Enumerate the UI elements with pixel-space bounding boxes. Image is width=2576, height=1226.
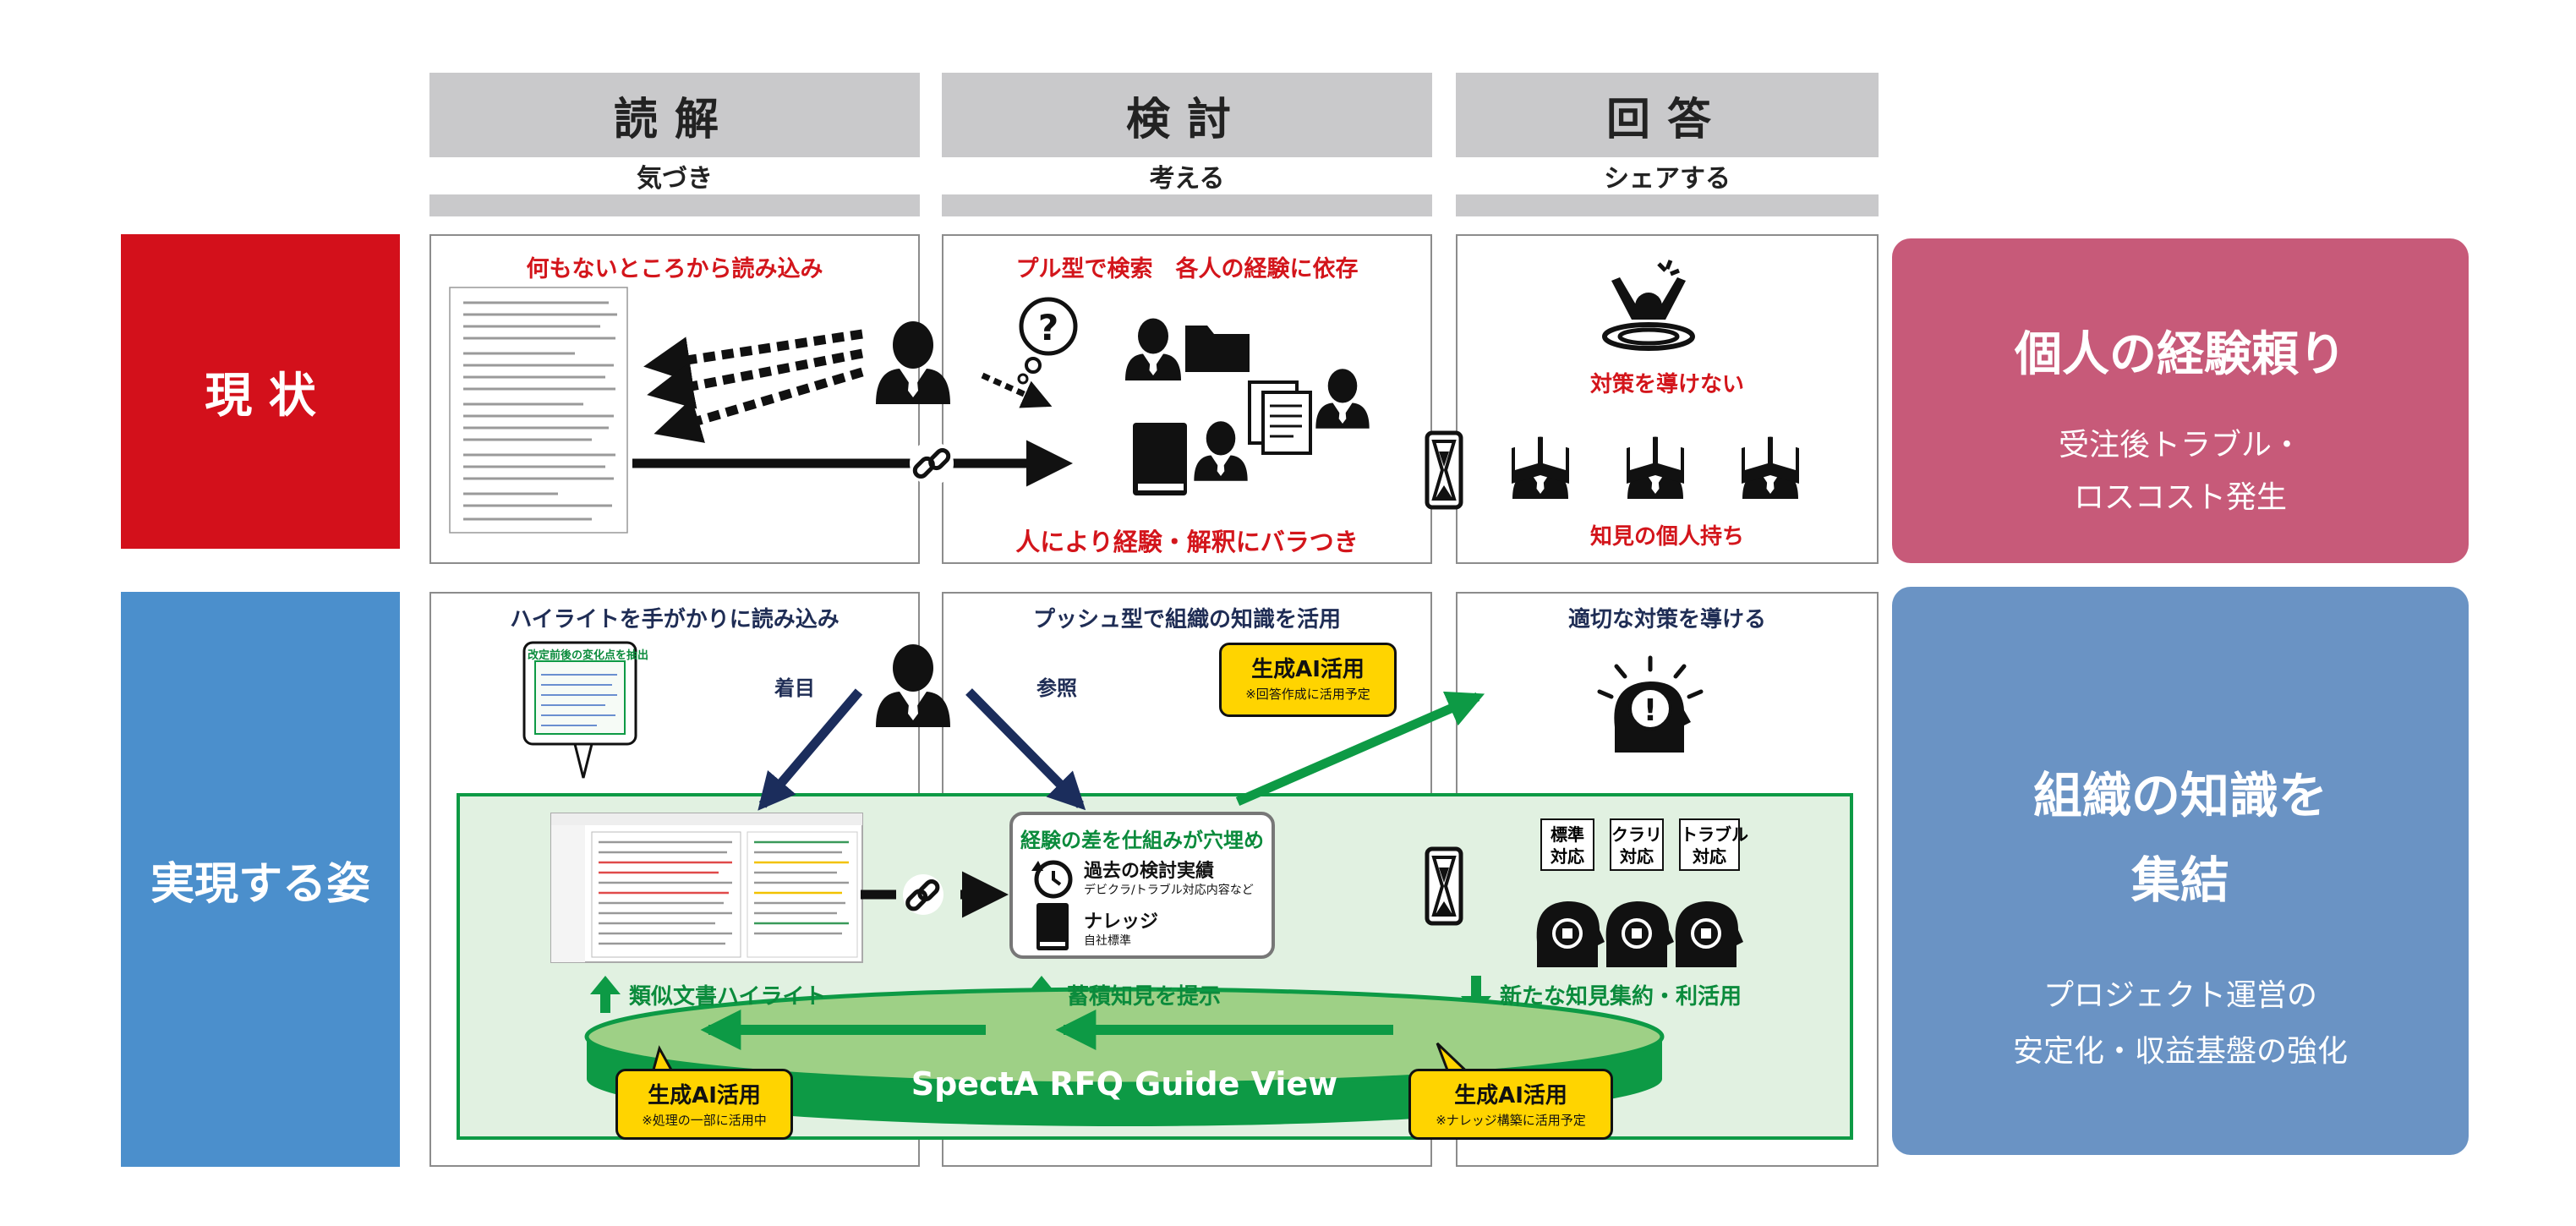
person-document-icon [1248, 369, 1370, 455]
up-arrow-icon [590, 976, 621, 1013]
platform-disc [584, 987, 1665, 1126]
knowledge-item2-sub: 自社標準 [1084, 934, 1131, 948]
genai-callout-knowledge: 生成AI活用 ※ナレッジ構築に活用予定 [1408, 1069, 1613, 1140]
generate-arrow [1235, 691, 1485, 807]
summary-future-title1: 組織の知識を [2032, 767, 2327, 824]
similar-doc-highlight-label: 類似文書ハイライト [629, 984, 827, 1010]
tag-clarification: クラリ 対応 [1610, 818, 1664, 871]
person-folder-icon [1125, 318, 1250, 380]
summary-future-title2: 集結 [2130, 851, 2229, 909]
summary-future-panel: 組織の知識を 集結 プロジェクト運営の 安定化・収益基盤の強化 [1892, 587, 2469, 1155]
column-bar [1456, 194, 1879, 216]
book-person-icon [1133, 421, 1248, 495]
column-bar [942, 194, 1432, 216]
tag-trouble: トラブル 対応 [1679, 818, 1748, 871]
row-label-future: 実現する姿 [121, 592, 400, 1167]
gear-head-icon [1673, 900, 1745, 969]
bubble-label: 改定前後の変化点を抽出 [528, 649, 649, 662]
tag-standard: 標準 対応 [1540, 818, 1594, 871]
future-review-title: プッシュ型で組織の知識を活用 [1032, 607, 1341, 632]
cell-current-answer [1456, 234, 1879, 564]
svg-text:?: ? [1038, 307, 1058, 348]
refer-label: 参照 [1036, 676, 1077, 700]
person-icon [876, 321, 950, 404]
broken-link-icon [910, 441, 954, 485]
current-review-title: プル型で検索 各人の経験に依存 [1015, 256, 1359, 282]
column-header-answer: 回答 [1456, 73, 1879, 157]
summary-future-sub1: プロジェクト運営の [2043, 978, 2317, 1013]
focus-label: 着目 [774, 676, 815, 700]
column-header-review: 検討 [942, 73, 1432, 157]
column-header-reading: 読解 [429, 73, 920, 157]
column-subheader-review: 考える [942, 157, 1432, 194]
new-knowledge-label: 新たな知見集約・利活用 [1500, 984, 1742, 1010]
current-answer-top: 対策を導けない [1589, 372, 1744, 397]
knowledge-item1-sub: デビクラ/トラブル対応内容など [1084, 884, 1254, 897]
column-subheader-answer: シェアする [1456, 157, 1879, 194]
focus-arrow [757, 688, 863, 811]
change-extraction-bubble [522, 641, 637, 779]
row-label-current: 現 状 [121, 234, 400, 549]
reading-person-icon [1627, 433, 1684, 499]
reading-person-icon [1742, 433, 1799, 499]
insight-head-icon: ! [1597, 655, 1704, 753]
knowledge-box [1009, 812, 1275, 959]
genai-callout-processing: 生成AI活用 ※処理の一部に活用中 [615, 1069, 793, 1140]
summary-future-sub2: 安定化・収益基盤の強化 [2012, 1034, 2348, 1069]
future-answer-title: 適切な対策を導ける [1567, 607, 1766, 632]
reading-person-icon [1512, 433, 1569, 499]
gear-head-icon [1604, 900, 1676, 969]
summary-current-panel: 個人の経験頼り 受注後トラブル・ ロスコスト発生 [1892, 238, 2469, 563]
column-subheader-reading: 気づき [429, 157, 920, 194]
document-thumbnail [449, 287, 628, 534]
current-answer-bottom: 知見の個人持ち [1589, 524, 1744, 550]
genai-callout-answer: 生成AI活用 ※回答作成に活用予定 [1219, 643, 1397, 717]
future-reading-title: ハイライトを手がかりに読み込み [510, 607, 840, 632]
knowledge-box-title: 経験の差を仕組みが穴埋め [1020, 829, 1264, 852]
book-icon [1036, 903, 1069, 950]
person-icon [876, 644, 950, 727]
column-bar [429, 194, 920, 216]
stored-knowledge-label: 蓄積知見を提示 [1067, 984, 1222, 1010]
platform-name: SpectA RFQ Guide View [911, 1065, 1338, 1103]
summary-current-title: 個人の経験頼り [2015, 327, 2346, 382]
hourglass-icon [1427, 849, 1461, 923]
current-review-bottom: 人により経験・解釈にバラつき [1015, 528, 1359, 556]
svg-text:!: ! [1643, 693, 1657, 728]
dotted-arrows [643, 329, 864, 443]
question-bubble-icon: ? [1017, 297, 1078, 385]
summary-current-sub2: ロスコスト発生 [2073, 480, 2287, 515]
knowledge-item2-title: ナレッジ [1084, 911, 1159, 933]
summary-current-sub1: 受注後トラブル・ [2058, 428, 2302, 462]
gear-head-icon [1534, 900, 1606, 969]
app-screenshot [550, 813, 863, 963]
current-reading-title: 何もないところから読み込み [526, 256, 823, 282]
clock-icon [1031, 860, 1073, 899]
knowledge-item1-title: 過去の検討実績 [1084, 861, 1215, 882]
dotted-arrow [981, 372, 1053, 408]
troubled-person-icon [1602, 260, 1695, 351]
hourglass-icon [1427, 433, 1461, 507]
link-icon [903, 874, 943, 915]
refer-arrow [965, 688, 1086, 811]
